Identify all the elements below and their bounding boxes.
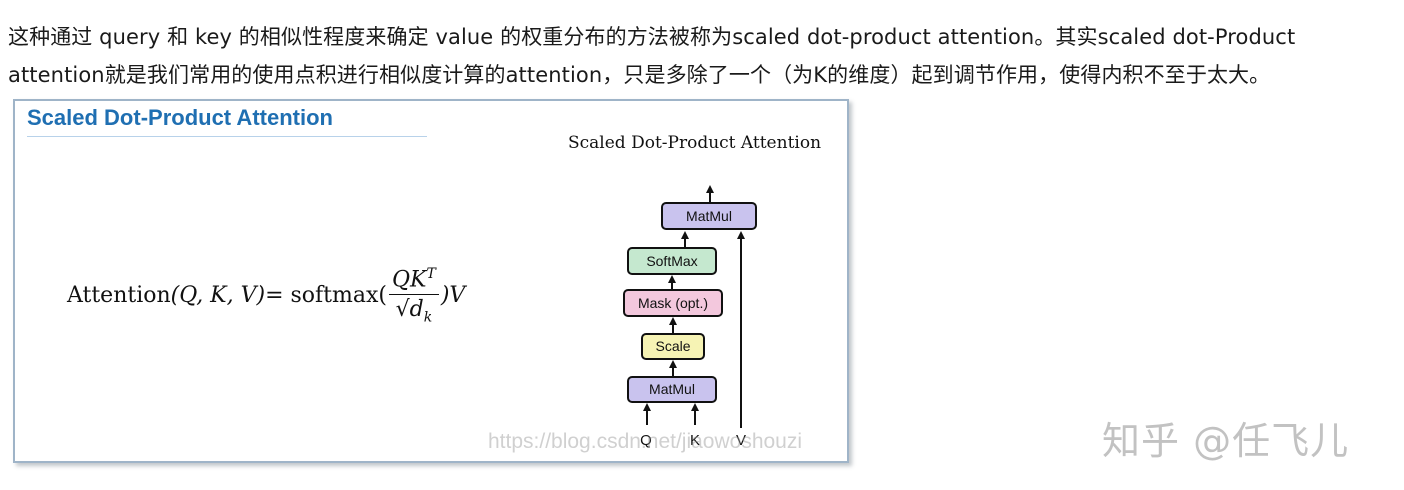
matmul-top-label: MatMul — [686, 208, 732, 224]
attention-diagram: Scaled Dot-Product Attention MatMul Soft… — [568, 133, 821, 449]
formula-denominator: √dk — [396, 295, 433, 325]
matmul-top-block — [661, 202, 757, 230]
formula-fraction: QKT √dk — [389, 266, 439, 326]
numerator-text: QK — [392, 267, 427, 293]
denominator-sub: k — [423, 309, 433, 326]
formula-softmax: = softmax( — [265, 283, 387, 309]
attention-figure: Scaled Dot-Product Attention Attention(Q… — [13, 99, 849, 463]
mask-block — [623, 289, 723, 317]
slide-title: Scaled Dot-Product Attention — [27, 105, 333, 130]
softmax-block — [627, 247, 717, 275]
zhihu-author-watermark: 知乎 @任飞儿 — [1102, 419, 1350, 463]
input-q-label: Q — [640, 432, 652, 449]
formula-args: (Q, K, V) — [170, 283, 266, 309]
attention-formula: Attention(Q, K, V) = softmax( QKT √dk )V — [67, 266, 465, 326]
scale-block — [641, 333, 705, 360]
formula-function: Attention — [67, 283, 171, 309]
article-paragraph: 这种通过 query 和 key 的相似性程度来确定 value 的权重分布的方… — [8, 25, 1296, 87]
input-v-label: V — [736, 432, 746, 449]
denominator-text: √d — [395, 297, 424, 323]
matmul-bottom-label: MatMul — [649, 381, 695, 397]
scale-label: Scale — [655, 338, 690, 354]
formula-tail: )V — [440, 283, 466, 309]
mask-label: Mask (opt.) — [638, 295, 708, 311]
matmul-bottom-block — [627, 376, 717, 403]
input-k-label: K — [690, 432, 700, 449]
title-underline — [27, 136, 427, 137]
softmax-label: SoftMax — [646, 253, 697, 269]
blog-watermark: https://blog.csdn.net/jiaowoshouzi — [488, 430, 803, 453]
diagram-title: Scaled Dot-Product Attention — [568, 133, 821, 153]
formula-numerator: QKT — [389, 266, 439, 296]
numerator-sup: T — [426, 266, 436, 282]
